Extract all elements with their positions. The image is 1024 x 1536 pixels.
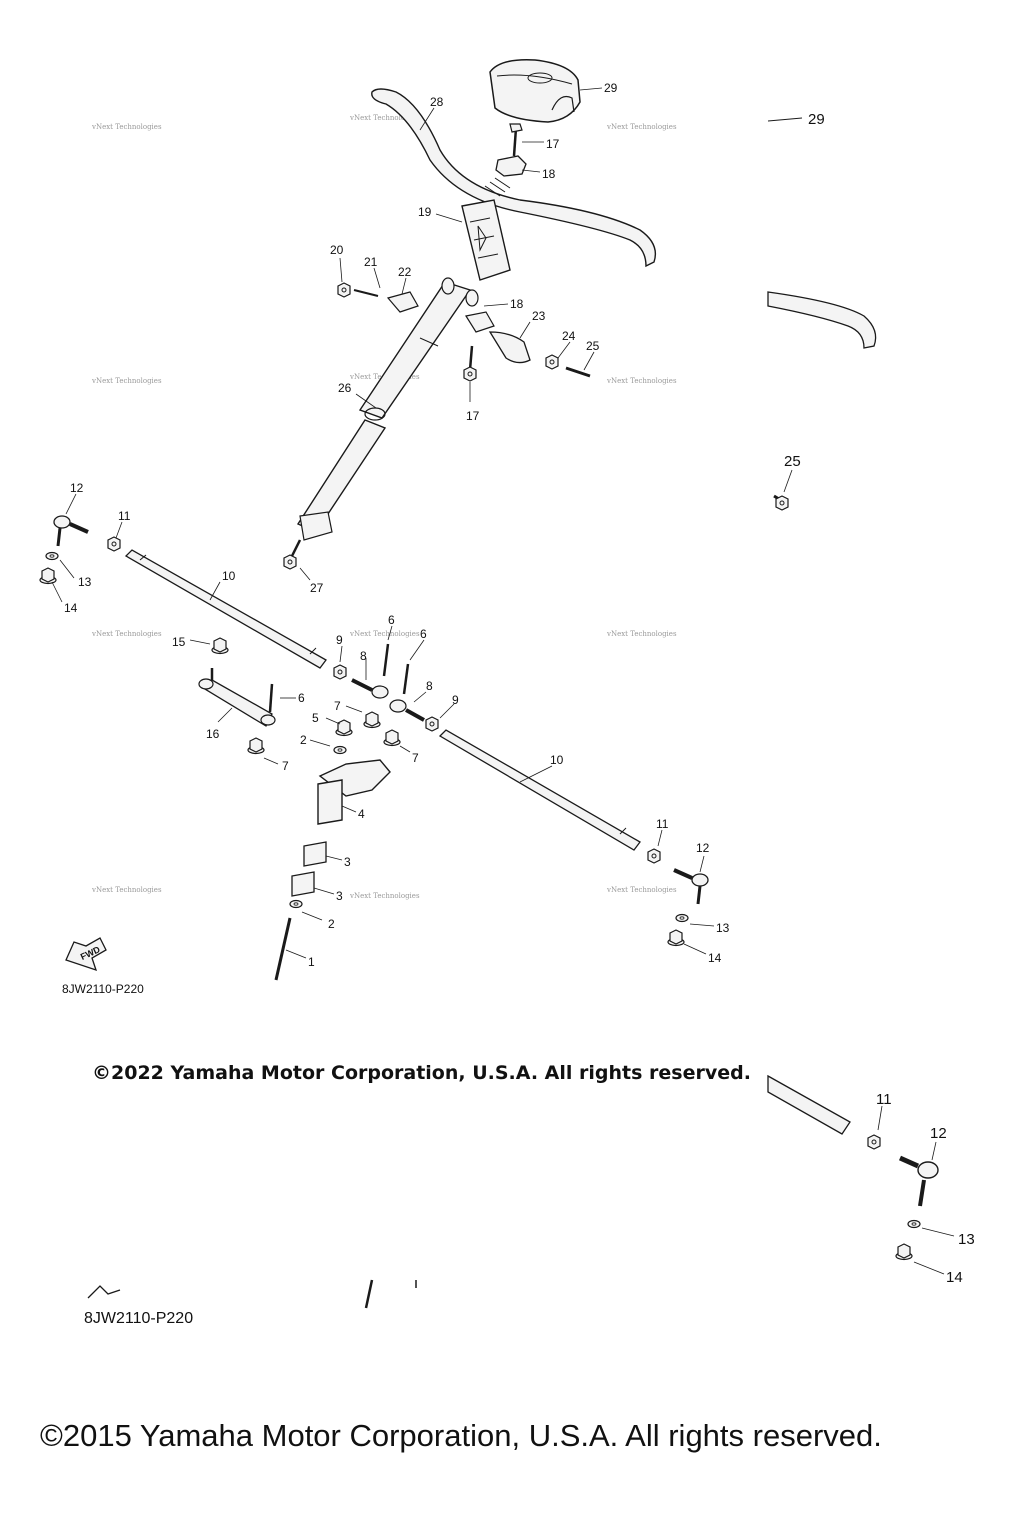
part-label-10: 10 <box>550 753 564 767</box>
overlay-label-13: 13 <box>958 1231 975 1248</box>
part-label-10: 10 <box>222 569 236 583</box>
part-label-6: 6 <box>388 613 395 627</box>
tie-rod-end-right <box>647 848 709 947</box>
watermark: vNext Technologies <box>349 630 420 638</box>
overlay-labels: 29 25 11 12 13 14 <box>784 111 975 1286</box>
part-label-7: 7 <box>282 759 289 773</box>
rod-end-center <box>333 643 439 747</box>
part-label-12: 12 <box>696 841 710 855</box>
copyright-notice: ©2022 Yamaha Motor Corporation, U.S.A. A… <box>92 1062 751 1084</box>
part-label-2: 2 <box>300 733 307 747</box>
part-label-20: 20 <box>330 243 344 257</box>
part-label-18: 18 <box>542 167 556 181</box>
watermarks: vNext Technologies vNext Technologies vN… <box>91 114 677 900</box>
fwd-arrow: FWD <box>65 937 107 972</box>
steering-column <box>283 281 472 570</box>
part-label-5: 5 <box>312 711 319 725</box>
part-labels: 1 2 2 3 3 4 5 6 6 6 7 7 7 8 8 9 9 10 10 … <box>64 81 730 969</box>
part-label-14: 14 <box>708 951 722 965</box>
part-label-9: 9 <box>336 633 343 647</box>
watermark: vNext Technologies <box>91 630 162 638</box>
part-label-27: 27 <box>310 581 324 595</box>
watermark: vNext Technologies <box>91 123 162 131</box>
part-label-3: 3 <box>336 889 343 903</box>
overlay-label-25: 25 <box>784 453 801 470</box>
part-label-4: 4 <box>358 807 365 821</box>
part-label-28: 28 <box>430 95 444 109</box>
steering-arm-pivot <box>274 719 391 981</box>
part-label-22: 22 <box>398 265 412 279</box>
part-label-6: 6 <box>420 627 427 641</box>
part-label-26: 26 <box>338 381 352 395</box>
watermark: vNext Technologies <box>349 892 420 900</box>
overlay-label-11: 11 <box>876 1091 892 1108</box>
part-label-19: 19 <box>418 205 432 219</box>
overlay-fragment <box>87 117 939 1309</box>
part-label-15: 15 <box>172 635 186 649</box>
watermark: vNext Technologies <box>606 886 677 894</box>
part-label-3: 3 <box>344 855 351 869</box>
watermark: vNext Technologies <box>91 377 162 385</box>
handlebar-pad <box>489 59 581 123</box>
pitman-arm <box>198 637 276 755</box>
tie-rod-left <box>124 549 327 669</box>
part-label-25: 25 <box>586 339 600 353</box>
watermark: vNext Technologies <box>606 123 677 131</box>
part-label-16: 16 <box>206 727 220 741</box>
copyright-notice-secondary: ©2015 Yamaha Motor Corporation, U.S.A. A… <box>40 1418 882 1453</box>
part-label-8: 8 <box>426 679 433 693</box>
part-label-14: 14 <box>64 601 78 615</box>
part-label-17: 17 <box>546 137 560 151</box>
leader-lines <box>51 87 955 1275</box>
watermark: vNext Technologies <box>606 377 677 385</box>
watermark: vNext Technologies <box>91 886 162 894</box>
handlebar <box>371 88 657 268</box>
part-label-17: 17 <box>466 409 480 423</box>
diagram-code: 8JW2110-P220 <box>62 982 144 996</box>
part-label-24: 24 <box>562 329 576 343</box>
part-label-13: 13 <box>78 575 92 589</box>
column-bracket-parts <box>337 277 591 382</box>
part-label-21: 21 <box>364 255 378 269</box>
part-label-12: 12 <box>70 481 84 495</box>
part-label-29: 29 <box>604 81 618 95</box>
watermark: vNext Technologies <box>349 114 420 122</box>
part-label-2: 2 <box>328 917 335 931</box>
part-label-11: 11 <box>118 509 131 523</box>
part-label-11: 11 <box>656 817 669 831</box>
part-label-18: 18 <box>510 297 524 311</box>
part-label-7: 7 <box>334 699 341 713</box>
part-label-8: 8 <box>360 649 367 663</box>
part-label-13: 13 <box>716 921 730 935</box>
part-label-1: 1 <box>308 955 315 969</box>
watermark: vNext Technologies <box>606 630 677 638</box>
part-label-23: 23 <box>532 309 546 323</box>
diagram-code-secondary: 8JW2110-P220 <box>84 1310 194 1327</box>
overlay-label-12: 12 <box>930 1125 947 1142</box>
part-label-7: 7 <box>412 751 419 765</box>
tie-rod-end-left <box>39 515 121 585</box>
handlebar-holder <box>461 199 511 281</box>
overlay-label-29: 29 <box>808 111 825 128</box>
tie-rod-right <box>438 729 641 851</box>
part-label-9: 9 <box>452 693 459 707</box>
overlay-label-14: 14 <box>946 1269 963 1286</box>
handlebar-clamp-upper <box>495 123 527 177</box>
part-label-6: 6 <box>298 691 305 705</box>
